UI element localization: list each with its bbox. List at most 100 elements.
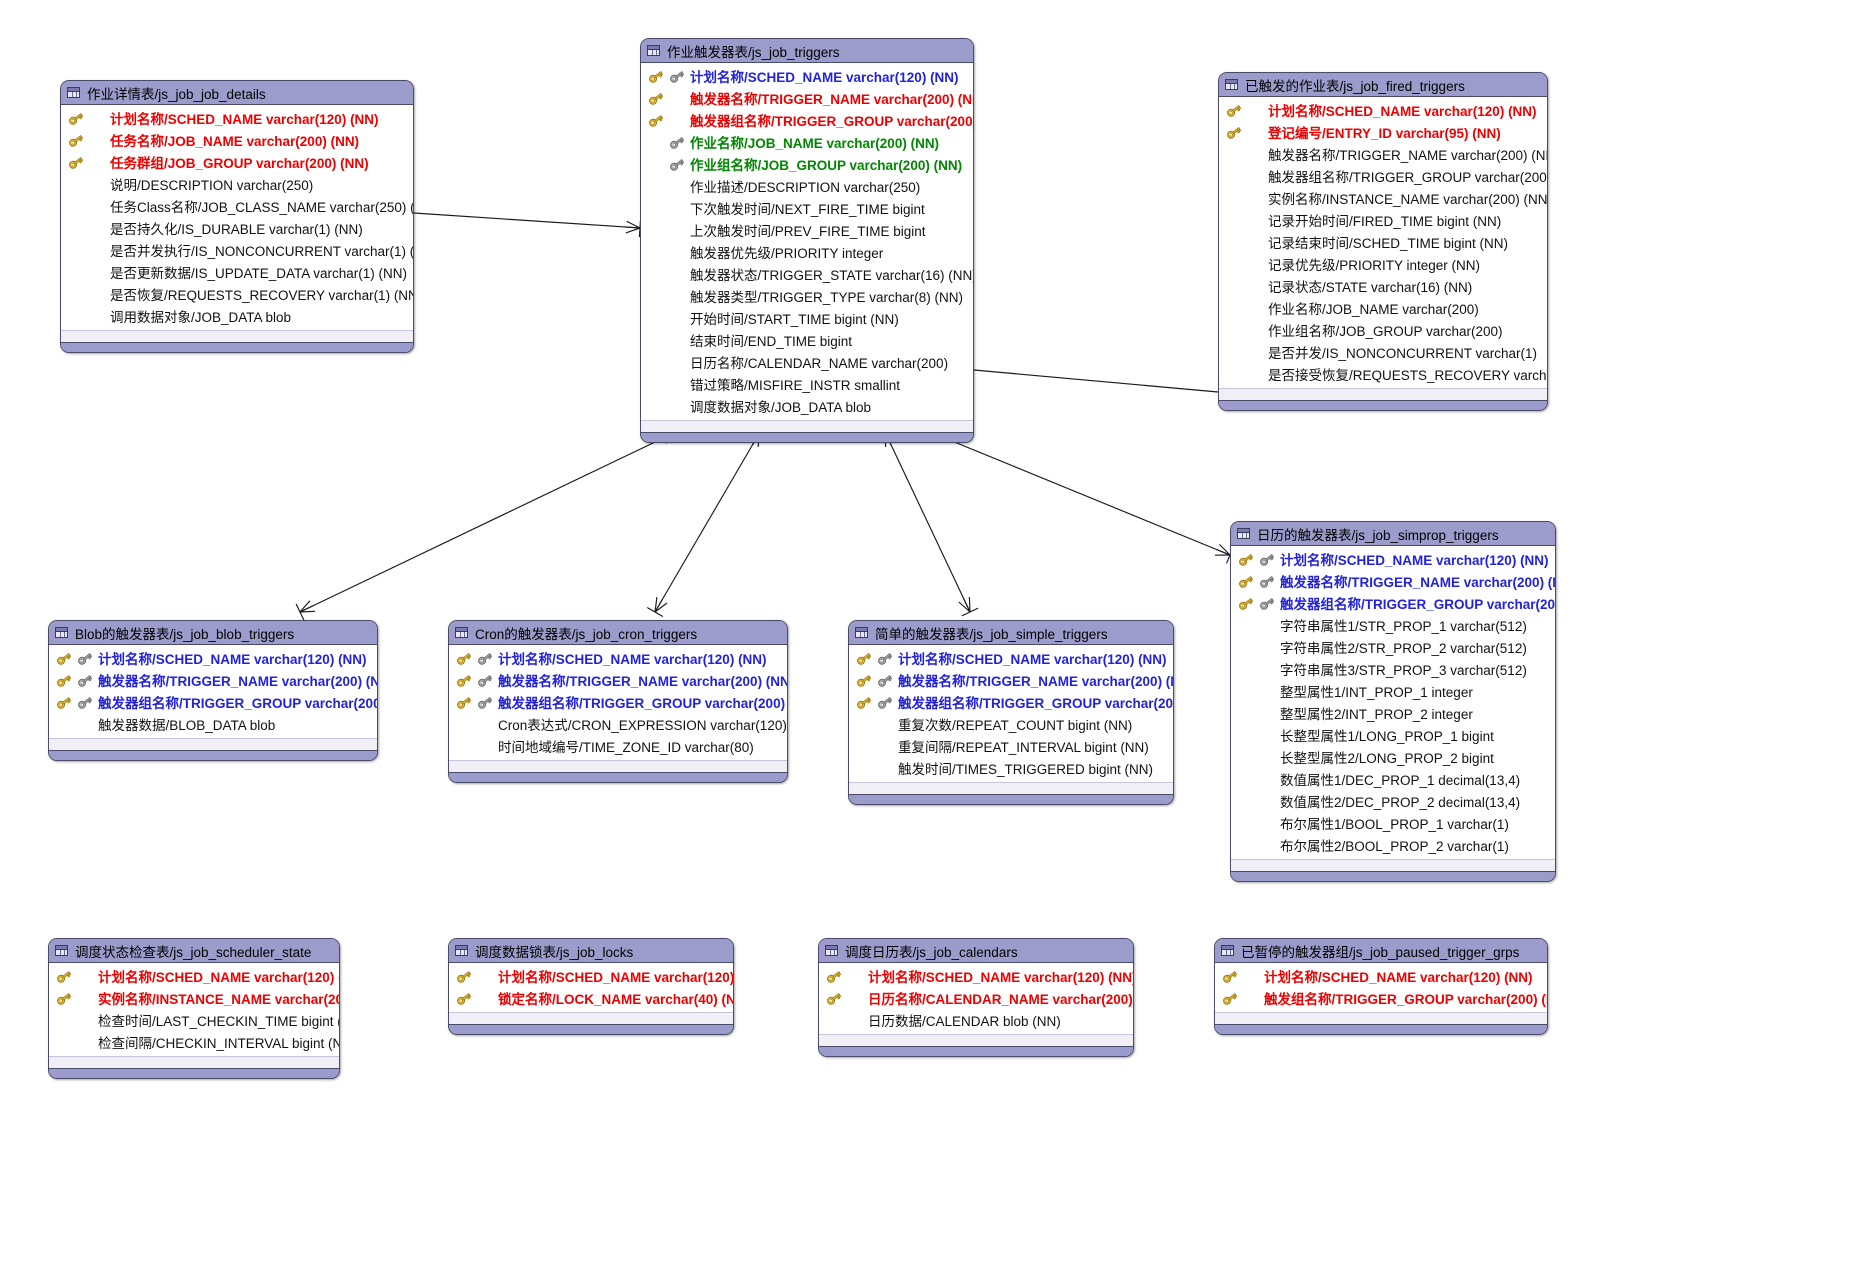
- table-header-calendars[interactable]: 调度日历表/js_job_calendars: [819, 939, 1133, 963]
- column-row[interactable]: 计划名称/SCHED_NAME varchar(120) (NN): [449, 647, 787, 669]
- column-row[interactable]: 长整型属性2/LONG_PROP_2 bigint: [1231, 746, 1555, 768]
- column-row[interactable]: 上次触发时间/PREV_FIRE_TIME bigint: [641, 219, 973, 241]
- column-row[interactable]: 整型属性2/INT_PROP_2 integer: [1231, 702, 1555, 724]
- column-row[interactable]: 触发器类型/TRIGGER_TYPE varchar(8) (NN): [641, 285, 973, 307]
- column-row[interactable]: 日历名称/CALENDAR_NAME varchar(200): [641, 351, 973, 373]
- table-header-simprop_triggers[interactable]: 日历的触发器表/js_job_simprop_triggers: [1231, 522, 1555, 546]
- table-header-blob_triggers[interactable]: Blob的触发器表/js_job_blob_triggers: [49, 621, 377, 645]
- column-row[interactable]: 计划名称/SCHED_NAME varchar(120) (NN): [61, 107, 413, 129]
- column-row[interactable]: 检查间隔/CHECKIN_INTERVAL bigint (NN): [49, 1031, 339, 1053]
- column-row[interactable]: 触发器组名称/TRIGGER_GROUP varchar(200) (NN): [449, 691, 787, 713]
- column-row[interactable]: 触发器名称/TRIGGER_NAME varchar(200) (NN): [849, 669, 1173, 691]
- column-row[interactable]: 计划名称/SCHED_NAME varchar(120) (NN): [1219, 99, 1547, 121]
- column-row[interactable]: 数值属性1/DEC_PROP_1 decimal(13,4): [1231, 768, 1555, 790]
- column-row[interactable]: 下次触发时间/NEXT_FIRE_TIME bigint: [641, 197, 973, 219]
- column-row[interactable]: 任务名称/JOB_NAME varchar(200) (NN): [61, 129, 413, 151]
- column-row[interactable]: 计划名称/SCHED_NAME varchar(120) (NN): [449, 965, 733, 987]
- table-header-locks[interactable]: 调度数据锁表/js_job_locks: [449, 939, 733, 963]
- column-row[interactable]: 整型属性1/INT_PROP_1 integer: [1231, 680, 1555, 702]
- column-row[interactable]: 触发时间/TIMES_TRIGGERED bigint (NN): [849, 757, 1173, 779]
- column-row[interactable]: 计划名称/SCHED_NAME varchar(120) (NN): [49, 647, 377, 669]
- column-row[interactable]: 长整型属性1/LONG_PROP_1 bigint: [1231, 724, 1555, 746]
- column-row[interactable]: 错过策略/MISFIRE_INSTR smallint: [641, 373, 973, 395]
- column-row[interactable]: 是否并发执行/IS_NONCONCURRENT varchar(1) (NN): [61, 239, 413, 261]
- column-row[interactable]: 触发器名称/TRIGGER_NAME varchar(200) (NN): [641, 87, 973, 109]
- column-row[interactable]: 触发器组名称/TRIGGER_GROUP varchar(200) (NN): [1231, 592, 1555, 614]
- table-header-scheduler_state[interactable]: 调度状态检查表/js_job_scheduler_state: [49, 939, 339, 963]
- column-row[interactable]: 实例名称/INSTANCE_NAME varchar(200) (NN): [1219, 187, 1547, 209]
- column-row[interactable]: 调用数据对象/JOB_DATA blob: [61, 305, 413, 327]
- column-row[interactable]: 开始时间/START_TIME bigint (NN): [641, 307, 973, 329]
- column-row[interactable]: 日历名称/CALENDAR_NAME varchar(200) (NN): [819, 987, 1133, 1009]
- column-row[interactable]: 记录开始时间/FIRED_TIME bigint (NN): [1219, 209, 1547, 231]
- column-row[interactable]: 字符串属性2/STR_PROP_2 varchar(512): [1231, 636, 1555, 658]
- column-row[interactable]: 作业描述/DESCRIPTION varchar(250): [641, 175, 973, 197]
- column-row[interactable]: 触发器数据/BLOB_DATA blob: [49, 713, 377, 735]
- column-row[interactable]: 计划名称/SCHED_NAME varchar(120) (NN): [819, 965, 1133, 987]
- column-row[interactable]: 触发器组名称/TRIGGER_GROUP varchar(200) (NN): [641, 109, 973, 131]
- column-row[interactable]: 是否接受恢复/REQUESTS_RECOVERY varchar(1): [1219, 363, 1547, 385]
- column-row[interactable]: 布尔属性1/BOOL_PROP_1 varchar(1): [1231, 812, 1555, 834]
- column-row[interactable]: 计划名称/SCHED_NAME varchar(120) (NN): [49, 965, 339, 987]
- column-row[interactable]: 触发器组名称/TRIGGER_GROUP varchar(200) (NN): [1219, 165, 1547, 187]
- column-row[interactable]: 调度数据对象/JOB_DATA blob: [641, 395, 973, 417]
- column-row[interactable]: 计划名称/SCHED_NAME varchar(120) (NN): [1231, 548, 1555, 570]
- column-row[interactable]: 触发器状态/TRIGGER_STATE varchar(16) (NN): [641, 263, 973, 285]
- column-row[interactable]: 检查时间/LAST_CHECKIN_TIME bigint (NN): [49, 1009, 339, 1031]
- table-header-cron_triggers[interactable]: Cron的触发器表/js_job_cron_triggers: [449, 621, 787, 645]
- column-row[interactable]: 计划名称/SCHED_NAME varchar(120) (NN): [1215, 965, 1547, 987]
- column-row[interactable]: 结束时间/END_TIME bigint: [641, 329, 973, 351]
- column-row[interactable]: 字符串属性3/STR_PROP_3 varchar(512): [1231, 658, 1555, 680]
- column-row[interactable]: 作业名称/JOB_NAME varchar(200): [1219, 297, 1547, 319]
- column-row[interactable]: 计划名称/SCHED_NAME varchar(120) (NN): [849, 647, 1173, 669]
- column-row[interactable]: 作业组名称/JOB_GROUP varchar(200) (NN): [641, 153, 973, 175]
- column-row[interactable]: 记录结束时间/SCHED_TIME bigint (NN): [1219, 231, 1547, 253]
- column-row[interactable]: 作业组名称/JOB_GROUP varchar(200): [1219, 319, 1547, 341]
- column-row[interactable]: 数值属性2/DEC_PROP_2 decimal(13,4): [1231, 790, 1555, 812]
- column-row[interactable]: 时间地域编号/TIME_ZONE_ID varchar(80): [449, 735, 787, 757]
- column-row[interactable]: 说明/DESCRIPTION varchar(250): [61, 173, 413, 195]
- column-row[interactable]: 触发组名称/TRIGGER_GROUP varchar(200) (NN): [1215, 987, 1547, 1009]
- column-row[interactable]: 记录状态/STATE varchar(16) (NN): [1219, 275, 1547, 297]
- table-header-simple_triggers[interactable]: 简单的触发器表/js_job_simple_triggers: [849, 621, 1173, 645]
- column-row[interactable]: 触发器名称/TRIGGER_NAME varchar(200) (NN): [49, 669, 377, 691]
- column-row[interactable]: 日历数据/CALENDAR blob (NN): [819, 1009, 1133, 1031]
- column-row[interactable]: 锁定名称/LOCK_NAME varchar(40) (NN): [449, 987, 733, 1009]
- column-row[interactable]: 字符串属性1/STR_PROP_1 varchar(512): [1231, 614, 1555, 636]
- column-row[interactable]: 任务群组/JOB_GROUP varchar(200) (NN): [61, 151, 413, 173]
- column-row[interactable]: 记录优先级/PRIORITY integer (NN): [1219, 253, 1547, 275]
- column-row[interactable]: 触发器组名称/TRIGGER_GROUP varchar(200) (NN): [849, 691, 1173, 713]
- column-row[interactable]: 触发器名称/TRIGGER_NAME varchar(200) (NN): [449, 669, 787, 691]
- column-row[interactable]: 是否更新数据/IS_UPDATE_DATA varchar(1) (NN): [61, 261, 413, 283]
- table-header-job_details[interactable]: 作业详情表/js_job_job_details: [61, 81, 413, 105]
- column-row[interactable]: 触发器名称/TRIGGER_NAME varchar(200) (NN): [1231, 570, 1555, 592]
- column-row[interactable]: 是否并发/IS_NONCONCURRENT varchar(1): [1219, 341, 1547, 363]
- column-row[interactable]: 任务Class名称/JOB_CLASS_NAME varchar(250) (N…: [61, 195, 413, 217]
- column-row[interactable]: Cron表达式/CRON_EXPRESSION varchar(120) (NN…: [449, 713, 787, 735]
- table-header-paused_trigger_grps[interactable]: 已暂停的触发器组/js_job_paused_trigger_grps: [1215, 939, 1547, 963]
- column-row[interactable]: 是否恢复/REQUESTS_RECOVERY varchar(1) (NN): [61, 283, 413, 305]
- table-header-fired_triggers[interactable]: 已触发的作业表/js_job_fired_triggers: [1219, 73, 1547, 97]
- column-row[interactable]: 作业名称/JOB_NAME varchar(200) (NN): [641, 131, 973, 153]
- column-row[interactable]: 重复间隔/REPEAT_INTERVAL bigint (NN): [849, 735, 1173, 757]
- column-row[interactable]: 触发器优先级/PRIORITY integer: [641, 241, 973, 263]
- column-row[interactable]: 是否持久化/IS_DURABLE varchar(1) (NN): [61, 217, 413, 239]
- column-row[interactable]: 重复次数/REPEAT_COUNT bigint (NN): [849, 713, 1173, 735]
- table-header-job_triggers[interactable]: 作业触发器表/js_job_triggers: [641, 39, 973, 63]
- column-row[interactable]: 布尔属性2/BOOL_PROP_2 varchar(1): [1231, 834, 1555, 856]
- column-row[interactable]: 触发器组名称/TRIGGER_GROUP varchar(200) (NN): [49, 691, 377, 713]
- column-row[interactable]: 触发器名称/TRIGGER_NAME varchar(200) (NN): [1219, 143, 1547, 165]
- column-row[interactable]: 登记编号/ENTRY_ID varchar(95) (NN): [1219, 121, 1547, 143]
- column-row[interactable]: 计划名称/SCHED_NAME varchar(120) (NN): [641, 65, 973, 87]
